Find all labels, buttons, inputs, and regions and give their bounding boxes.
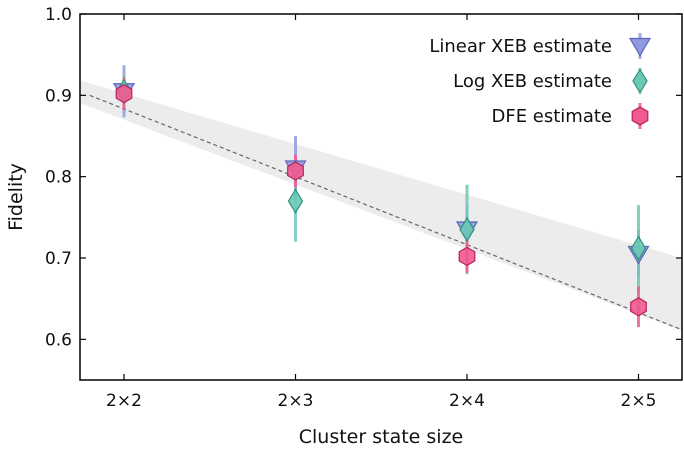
y-tick-label: 0.7 xyxy=(45,249,72,269)
y-tick-label: 0.8 xyxy=(45,168,72,188)
x-tick-label: 2×2 xyxy=(106,391,142,411)
legend-marker xyxy=(632,68,648,94)
dfe-estimate-point xyxy=(458,246,476,267)
log-xeb-estimate-point xyxy=(459,216,475,243)
confidence-band xyxy=(81,80,682,331)
legend-marker xyxy=(631,106,649,126)
x-axis-label: Cluster state size xyxy=(299,426,464,448)
log-xeb-estimate-point xyxy=(287,188,304,214)
legend-label: Log XEB estimate xyxy=(453,71,612,92)
x-tick-label: 2×5 xyxy=(621,391,657,411)
y-axis-label: Fidelity xyxy=(5,163,27,231)
y-tick-label: 0.9 xyxy=(45,86,72,106)
x-tick-label: 2×4 xyxy=(449,391,485,411)
y-tick-label: 0.6 xyxy=(45,330,72,350)
legend-label: Linear XEB estimate xyxy=(429,36,612,57)
legend-marker xyxy=(628,37,652,57)
dfe-estimate-point xyxy=(630,297,647,317)
log-xeb-estimate-point xyxy=(630,235,647,261)
plot-frame xyxy=(79,13,683,381)
dfe-estimate-point xyxy=(287,161,304,181)
x-tick-label: 2×3 xyxy=(278,391,314,411)
dfe-estimate-point xyxy=(115,84,133,104)
legend-label: DFE estimate xyxy=(491,106,612,127)
y-tick-label: 1.0 xyxy=(45,5,72,25)
trend-line xyxy=(89,94,682,331)
